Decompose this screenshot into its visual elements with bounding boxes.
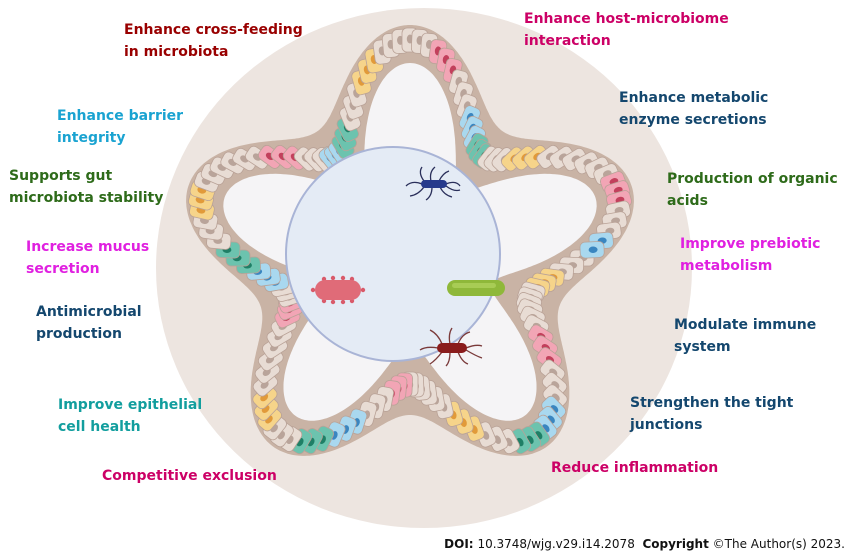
label-immune-line1: Modulate immune xyxy=(674,317,817,333)
label-organic-acids: Production of organic acids xyxy=(667,168,838,212)
label-cross-feeding-line1: Enhance cross-feeding xyxy=(124,22,303,38)
label-gut-stability-line2: microbiota stability xyxy=(9,190,164,206)
label-gut-stability: Supports gut microbiota stability xyxy=(9,165,163,209)
epithelial-cell xyxy=(561,147,588,172)
label-epithelial: Improve epithelial cell health xyxy=(58,394,202,438)
microbe-circle xyxy=(285,146,501,362)
epithelial-cells xyxy=(188,27,632,455)
label-host-microbiome-line2: interaction xyxy=(524,33,611,49)
label-metabolic-enzyme-line2: enzyme secretions xyxy=(619,112,767,128)
label-immune-line2: system xyxy=(674,339,731,355)
label-barrier-line2: integrity xyxy=(57,130,126,146)
doi-label: DOI: xyxy=(444,537,474,551)
label-epithelial-line1: Improve epithelial xyxy=(58,397,203,413)
pink-bacterium-icon xyxy=(310,275,366,305)
epithelial-cell xyxy=(253,395,279,421)
label-mucus: Increase mucus secretion xyxy=(26,236,149,280)
label-antimicrobial-line1: Antimicrobial xyxy=(36,304,142,320)
label-host-microbiome: Enhance host-microbiome interaction xyxy=(524,8,729,52)
label-organic-acids-line1: Production of organic xyxy=(667,171,838,187)
footer: DOI: 10.3748/wjg.v29.i14.2078 Copyright … xyxy=(444,537,845,551)
green-bacterium-icon xyxy=(447,280,505,296)
copyright-text: ©The Author(s) 2023. xyxy=(712,537,845,551)
label-barrier-line1: Enhance barrier xyxy=(57,108,184,124)
label-epithelial-line2: cell health xyxy=(58,419,141,435)
label-tight-junctions-line1: Strengthen the tight xyxy=(630,395,794,411)
label-gut-stability-line1: Supports gut xyxy=(9,168,113,184)
label-competitive: Competitive exclusion xyxy=(102,465,277,487)
label-prebiotic-line2: metabolism xyxy=(680,258,773,274)
label-cross-feeding: Enhance cross-feeding in microbiota xyxy=(124,19,303,63)
label-organic-acids-line2: acids xyxy=(667,193,708,209)
label-tight-junctions-line2: junctions xyxy=(630,417,703,433)
label-immune: Modulate immune system xyxy=(674,314,816,358)
label-competitive-line1: Competitive exclusion xyxy=(102,468,277,484)
label-metabolic-enzyme: Enhance metabolic enzyme secretions xyxy=(619,87,768,131)
label-mucus-line2: secretion xyxy=(26,261,100,277)
label-prebiotic-line1: Improve prebiotic xyxy=(680,236,821,252)
label-tight-junctions: Strengthen the tight junctions xyxy=(630,392,793,436)
label-mucus-line1: Increase mucus xyxy=(26,239,150,255)
label-barrier: Enhance barrier integrity xyxy=(57,105,183,149)
label-metabolic-enzyme-line1: Enhance metabolic xyxy=(619,90,769,106)
rod-bacterium-top-icon xyxy=(405,166,461,201)
rod-bacterium-bottom-icon xyxy=(419,327,483,367)
label-antimicrobial-line2: production xyxy=(36,326,122,342)
doi-value: 10.3748/wjg.v29.i14.2078 xyxy=(477,537,635,551)
label-prebiotic: Improve prebiotic metabolism xyxy=(680,233,821,277)
label-antimicrobial: Antimicrobial production xyxy=(36,301,142,345)
epithelial-cell xyxy=(579,241,605,259)
label-inflammation-line1: Reduce inflammation xyxy=(551,460,719,476)
label-host-microbiome-line1: Enhance host-microbiome xyxy=(524,11,729,27)
label-inflammation: Reduce inflammation xyxy=(551,457,718,479)
label-cross-feeding-line2: in microbiota xyxy=(124,44,229,60)
copyright-label: Copyright xyxy=(642,537,709,551)
